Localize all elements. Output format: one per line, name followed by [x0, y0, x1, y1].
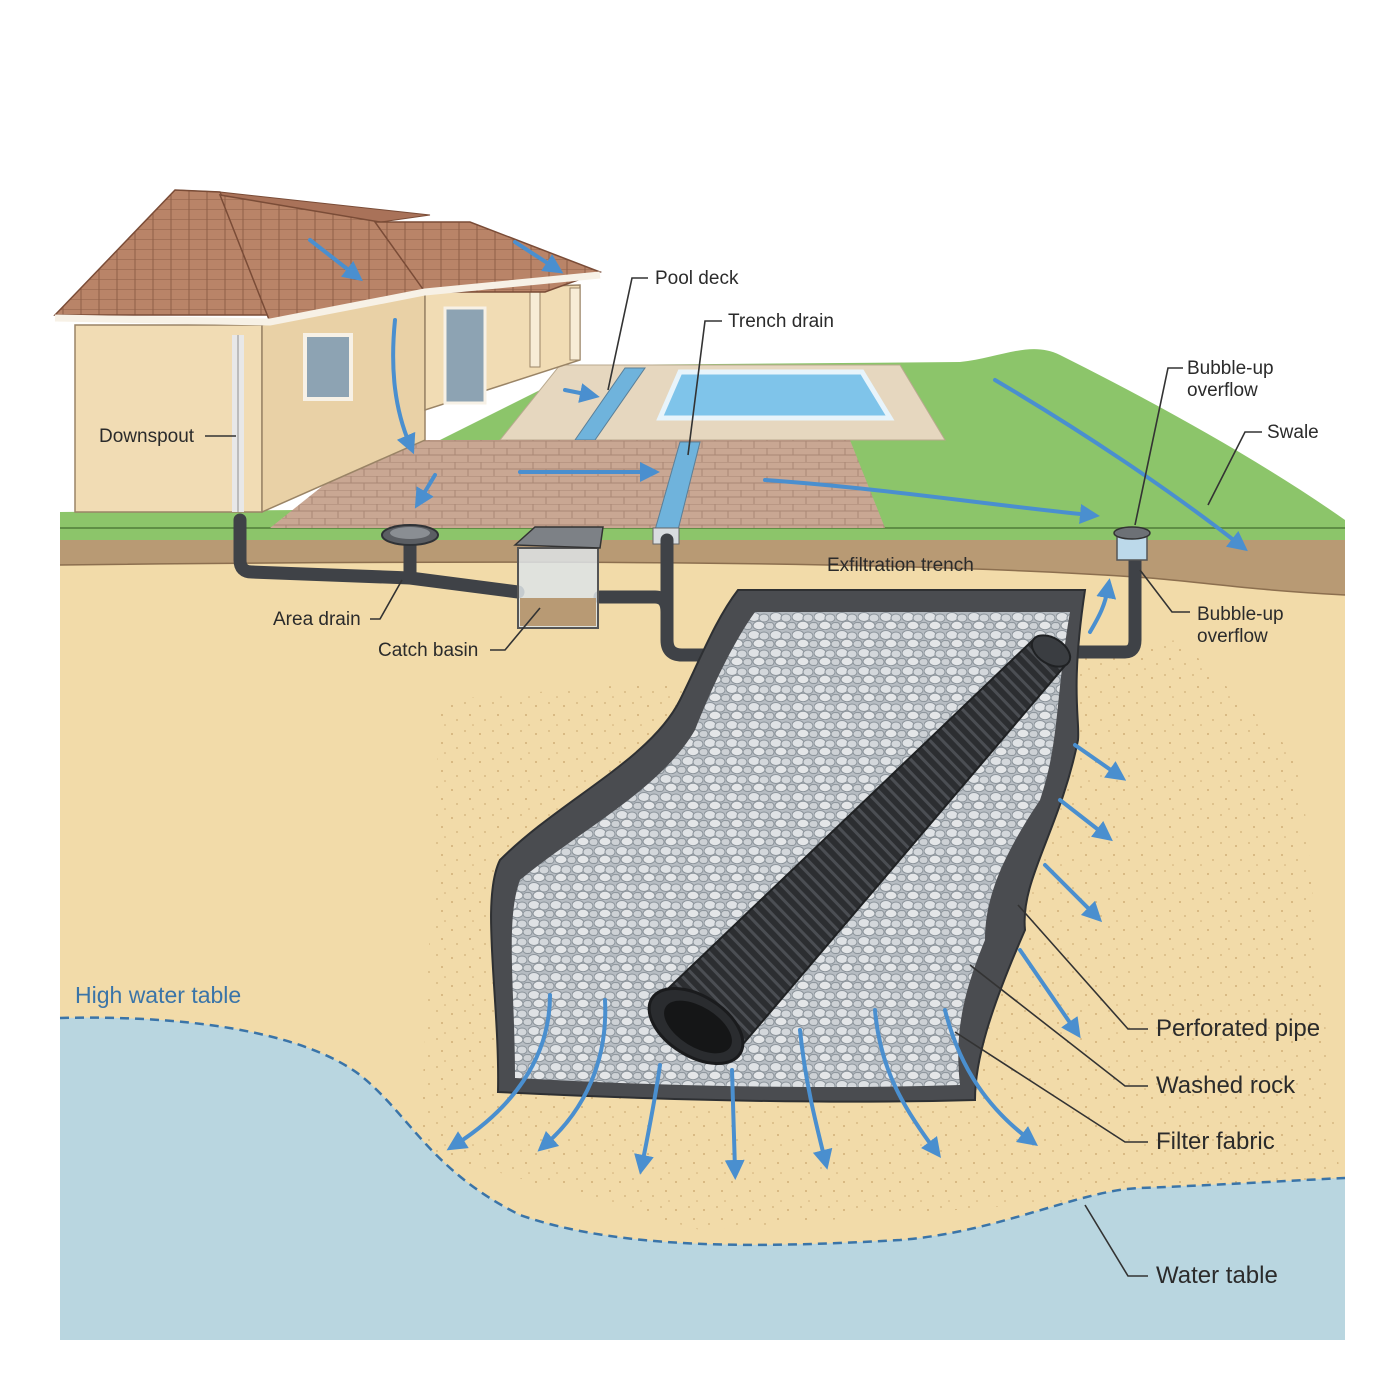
label-washed-rock: Washed rock	[1156, 1072, 1296, 1099]
porch-post	[529, 291, 541, 368]
topsoil-layer	[60, 528, 1345, 595]
bubble-up-overflow-cap	[1113, 526, 1151, 540]
label-catch-basin: Catch basin	[378, 640, 479, 661]
surface-flow-arrows	[308, 238, 1248, 634]
label-line: overflow	[1197, 626, 1268, 647]
topsoil-edge	[59, 561, 1346, 596]
label-high-water-table: High water table	[75, 982, 242, 1008]
label-downspout: Downspout	[99, 426, 195, 447]
water-table	[60, 1017, 1345, 1340]
label-filter-fabric: Filter fabric	[1156, 1128, 1275, 1155]
label-pool-deck: Pool deck	[655, 268, 739, 289]
catch-basin-sediment	[520, 598, 596, 626]
washed-rock	[511, 612, 1070, 1088]
label-line: Bubble-up	[1197, 604, 1284, 625]
perforated-pipe-inner	[664, 1000, 732, 1054]
high-water-table-line	[59, 1016, 1346, 1247]
label-trench-drain: Trench drain	[728, 311, 834, 332]
house-window	[303, 333, 353, 401]
label-bubble-up-overflow-top: Bubble-up overflow	[1187, 358, 1274, 402]
label-exfiltration-trench: Exfiltration trench	[827, 555, 974, 576]
leader-lines	[205, 277, 1262, 1277]
label-water-table: Water table	[1156, 1262, 1278, 1289]
area-drain-grate-top	[390, 527, 430, 539]
overflow-riser-pipe	[1068, 548, 1142, 659]
label-perforated-pipe: Perforated pipe	[1156, 1015, 1321, 1042]
label-bubble-up-overflow-bottom: Bubble-up overflow	[1197, 604, 1284, 648]
porch-post	[569, 287, 581, 361]
label-line: overflow	[1187, 380, 1258, 401]
label-area-drain: Area drain	[273, 609, 361, 630]
catch-basin-grate	[513, 526, 604, 549]
roof-right	[373, 221, 603, 293]
exfiltration-arrows	[446, 743, 1127, 1180]
catch-basin-outlet-pipe	[593, 590, 747, 662]
downspout-pipe	[233, 513, 525, 599]
label-line: Bubble-up	[1187, 358, 1274, 379]
perforated-pipe-end	[1030, 634, 1072, 668]
roof-fascia	[54, 271, 601, 326]
pool	[656, 369, 895, 421]
patio-door	[443, 306, 487, 405]
label-swale: Swale	[1267, 422, 1319, 443]
